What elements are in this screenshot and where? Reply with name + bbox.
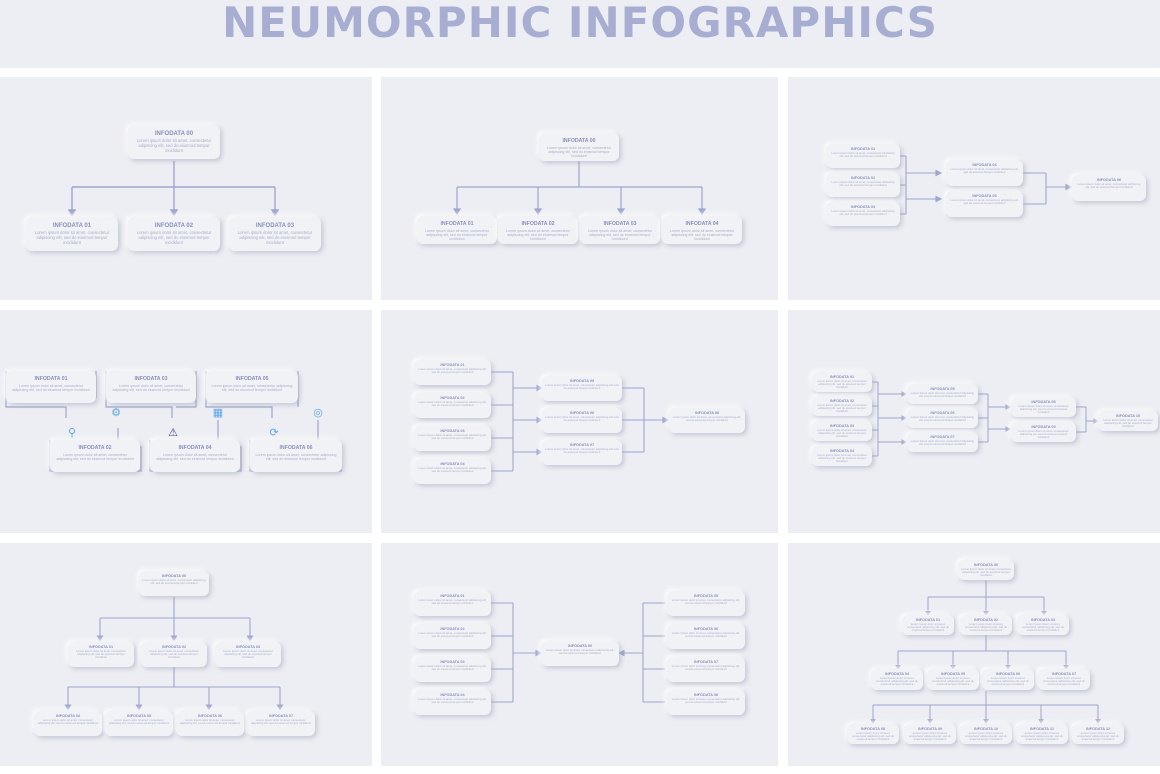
page-title: NEUMORPHIC INFOGRAPHICS: [222, 0, 938, 47]
connector-lines: [67, 161, 280, 217]
title-band: [0, 0, 1160, 68]
connector-lines: [872, 381, 1100, 457]
connector-lines: [870, 580, 1101, 725]
warning-icon: ⚠: [168, 427, 178, 439]
connector-lines: [491, 371, 670, 472]
connector-lines: [900, 155, 1073, 215]
calendar-icon: ▦: [212, 407, 224, 419]
connector-lines: [491, 602, 665, 703]
search-icon: ⚲: [67, 427, 77, 439]
refresh-icon: ⟳: [269, 427, 279, 439]
connector-lines: [64, 597, 284, 711]
connector-lines: [5, 371, 342, 472]
settings-icon: ⚙: [111, 407, 121, 419]
target-icon: ◎: [313, 407, 323, 419]
connector-lines: [452, 161, 707, 216]
